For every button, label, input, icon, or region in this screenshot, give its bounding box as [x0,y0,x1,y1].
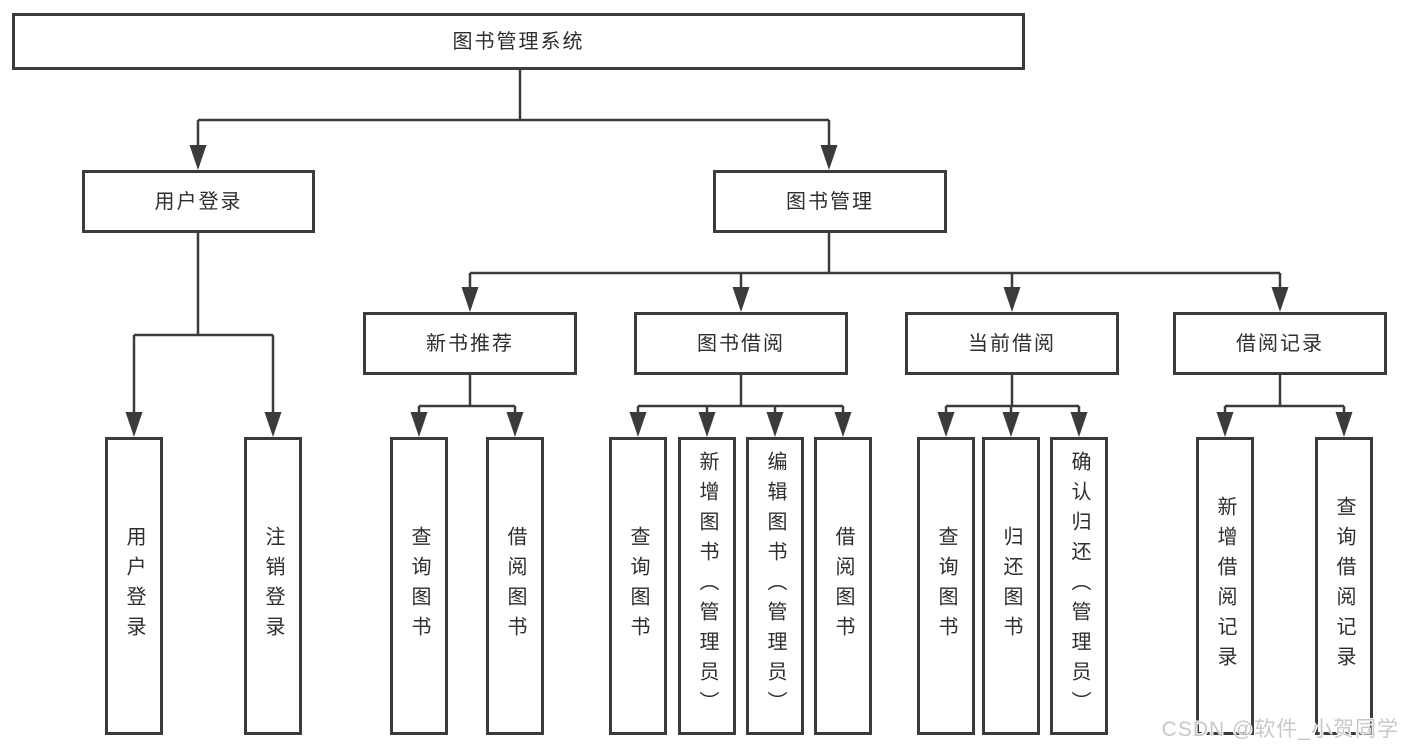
node-current-borrowing: 当前借阅 [905,312,1119,375]
leaf-add-books-admin: 新增图书（管理员） [678,437,736,735]
connector-lines [132,69,1346,433]
csdn-watermark: CSDN @软件_小贺同学 [1161,718,1399,741]
leaf-borrow-books-recommend: 借阅图书 [486,437,544,735]
node-library-management-system: 图书管理系统 [12,13,1025,70]
leaf-borrow-books: 借阅图书 [814,437,872,735]
leaf-user-login: 用户登录 [105,437,163,735]
leaf-logout: 注销登录 [244,437,302,735]
node-borrowing-records: 借阅记录 [1173,312,1387,375]
leaf-add-borrow-record: 新增借阅记录 [1196,437,1254,735]
node-book-borrowing: 图书借阅 [634,312,848,375]
node-book-management: 图书管理 [713,170,947,233]
leaf-edit-books-admin: 编辑图书（管理员） [746,437,804,735]
leaf-return-books: 归还图书 [982,437,1040,735]
leaf-query-borrow-record: 查询借阅记录 [1315,437,1373,735]
leaf-query-books-current: 查询图书 [917,437,975,735]
node-new-book-recommendation: 新书推荐 [363,312,577,375]
node-user-login: 用户登录 [82,170,315,233]
leaf-query-books-recommend: 查询图书 [390,437,448,735]
leaf-confirm-return-admin: 确认归还（管理员） [1050,437,1108,735]
arrowheads [125,145,1353,437]
leaf-query-books-borrow: 查询图书 [609,437,667,735]
